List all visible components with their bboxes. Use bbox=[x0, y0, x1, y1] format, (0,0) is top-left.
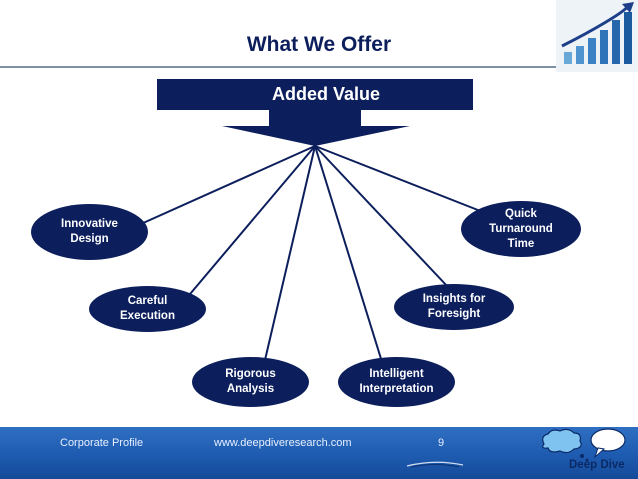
offer-node-innovative-design: Innovative Design bbox=[31, 204, 148, 260]
connector-line bbox=[314, 145, 489, 215]
brand-name: Deep Dive bbox=[569, 459, 625, 471]
connector-line bbox=[314, 145, 383, 363]
connector-line bbox=[131, 145, 316, 229]
footer-page-number: 9 bbox=[438, 437, 445, 449]
swoosh-decoration bbox=[406, 461, 464, 468]
offer-node-rigorous-analysis: Rigorous Analysis bbox=[192, 357, 309, 407]
added-value-banner: Added Value bbox=[157, 79, 473, 110]
footer-bar bbox=[0, 427, 638, 479]
page-title: What We Offer bbox=[246, 33, 392, 56]
connector-line bbox=[184, 145, 316, 301]
connector-line bbox=[314, 145, 449, 288]
connector-line bbox=[264, 145, 316, 361]
offer-node-insights-foresight: Insights for Foresight bbox=[394, 284, 514, 330]
down-arrow bbox=[222, 110, 410, 146]
banner-label: Added Value bbox=[271, 84, 380, 104]
bar-chart-growth-icon bbox=[556, 0, 638, 72]
offer-node-careful-execution: Careful Execution bbox=[89, 286, 206, 332]
cloud-bubble-icon bbox=[542, 428, 626, 462]
footer-website[interactable]: www.deepdiveresearch.com bbox=[214, 437, 352, 449]
header-divider bbox=[0, 66, 556, 68]
footer-profile: Corporate Profile bbox=[60, 437, 144, 449]
offer-node-quick-turnaround: Quick Turnaround Time bbox=[461, 201, 581, 257]
offer-node-intelligent-interpretation: Intelligent Interpretation bbox=[338, 357, 455, 407]
